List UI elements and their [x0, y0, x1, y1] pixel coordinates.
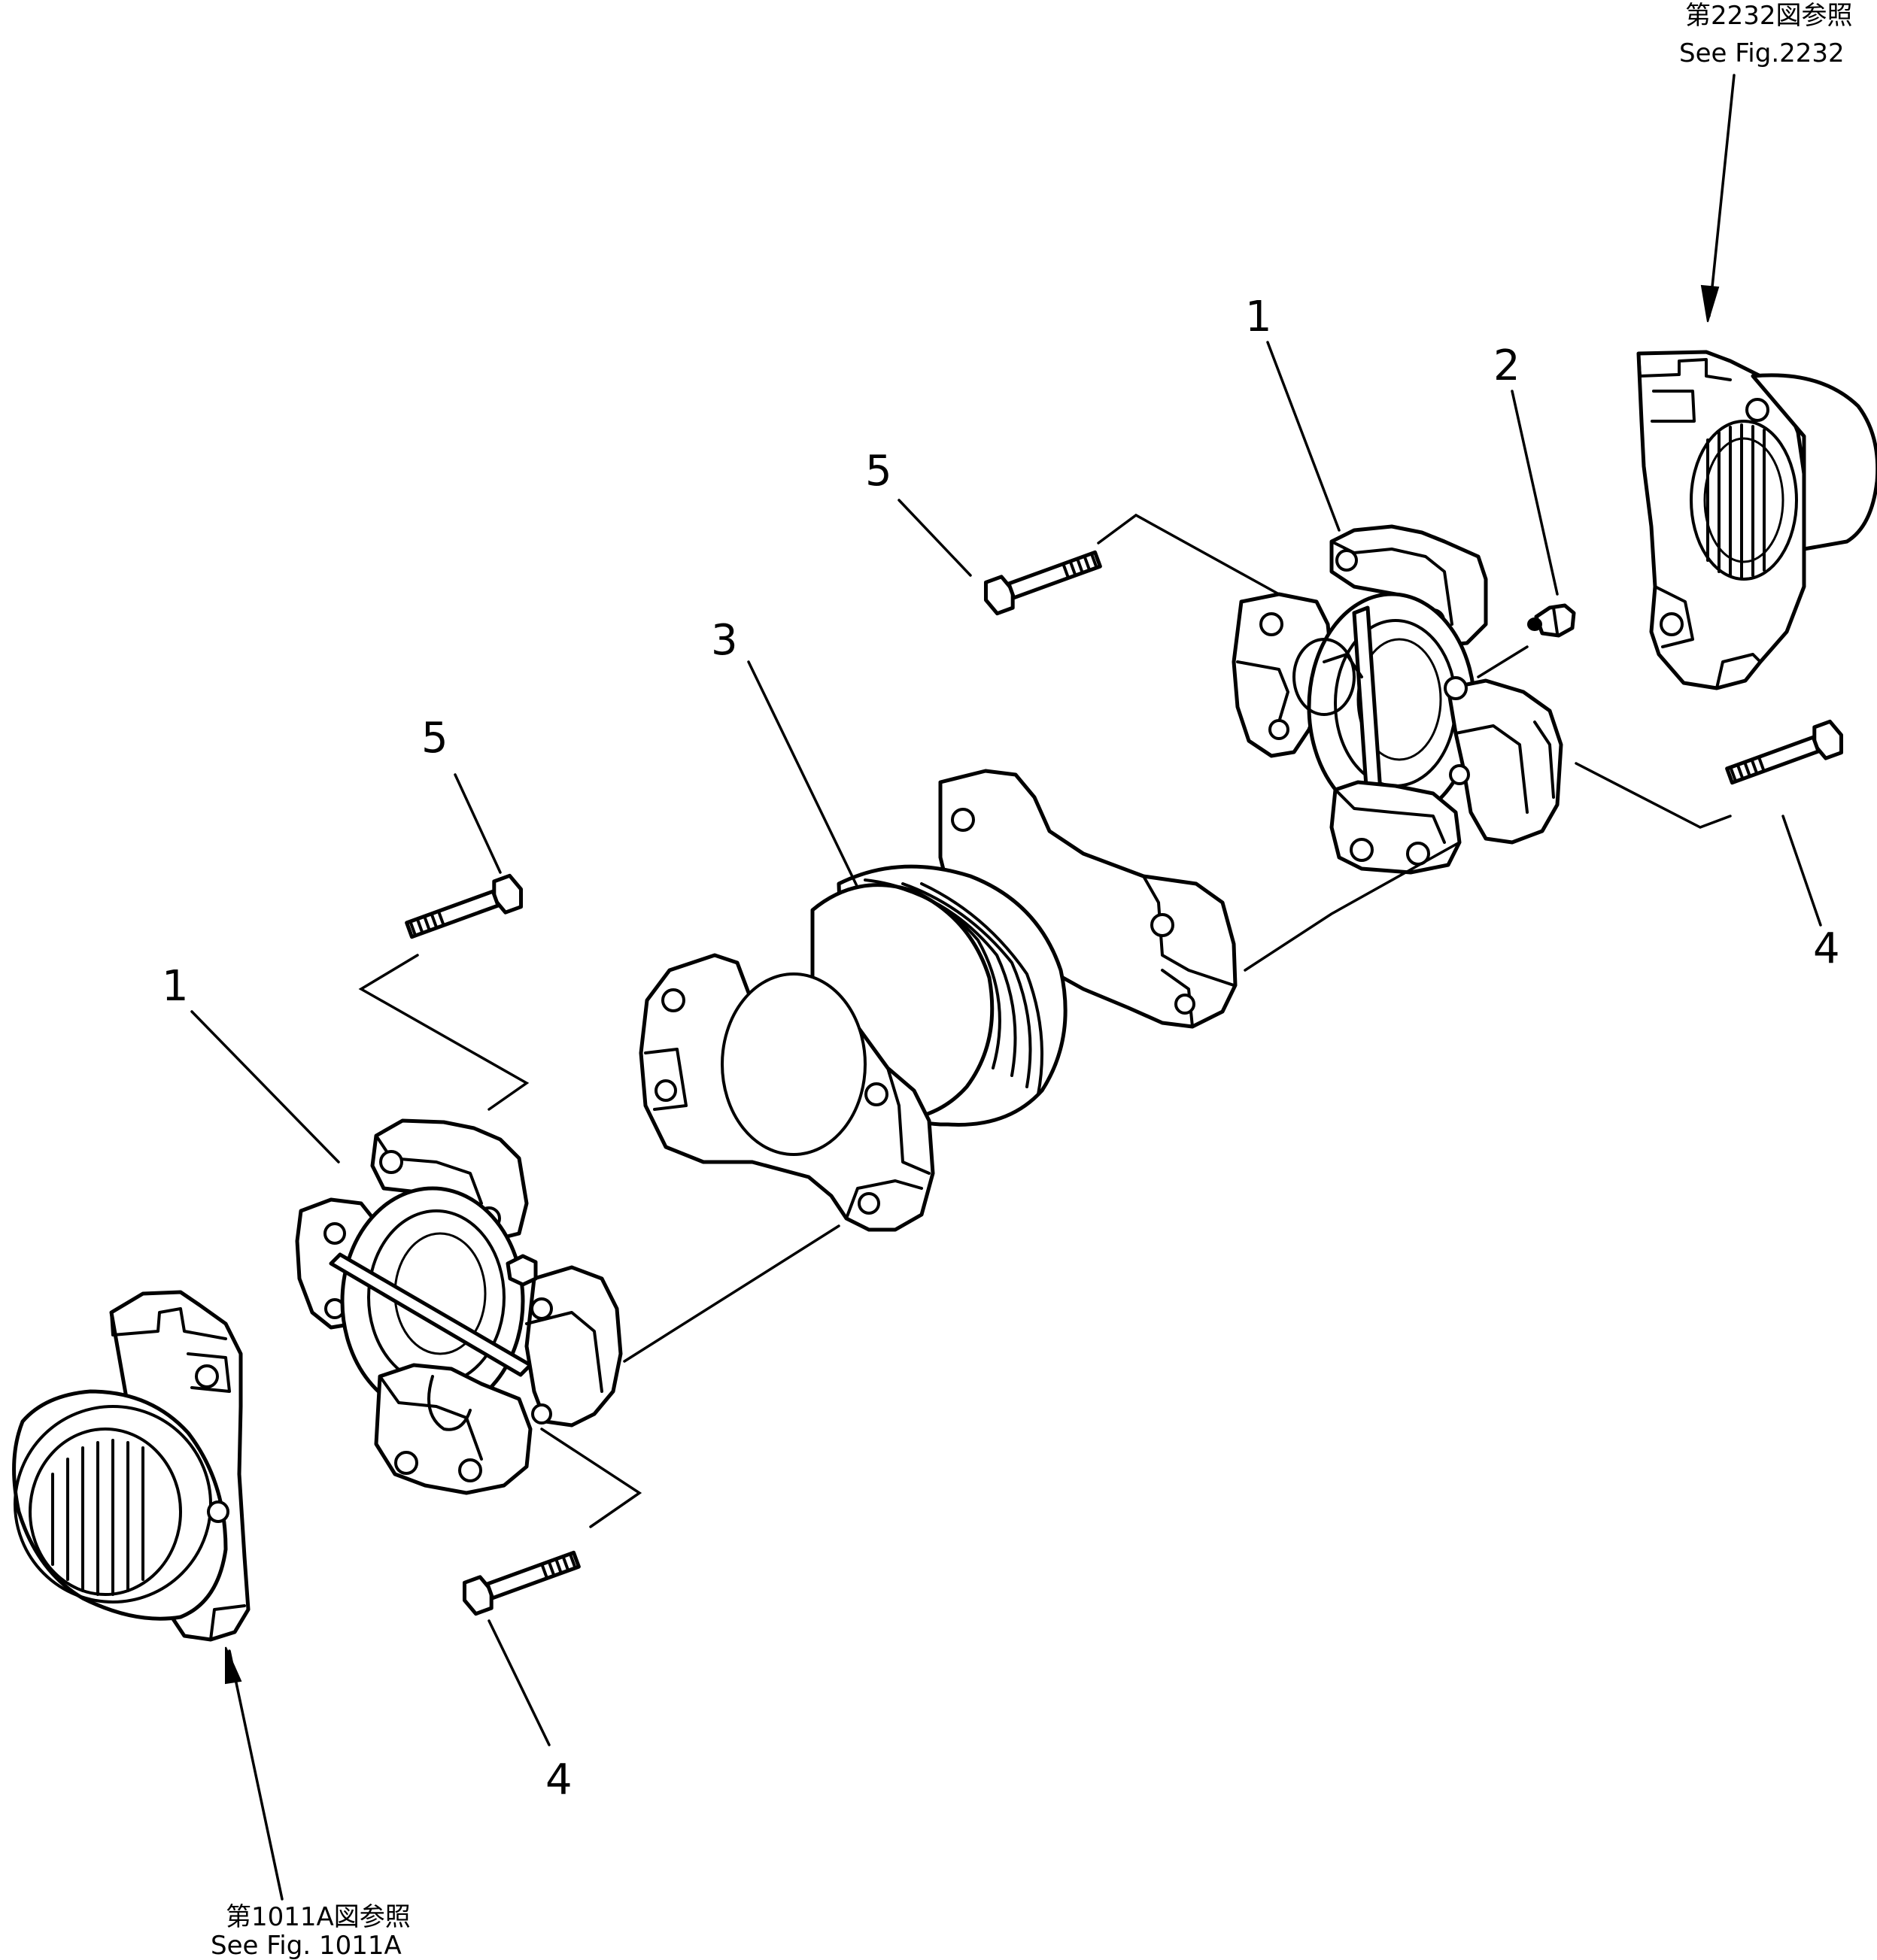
reference-top-right: 第2232図参照 See Fig.2232	[1679, 1, 1853, 323]
callout-1-right: 1	[1245, 293, 1272, 341]
right-spider-cross	[1232, 524, 1563, 875]
reference-bottom-left-arrow-shaft	[228, 1649, 284, 1901]
callout-1-left: 1	[162, 962, 189, 1011]
reference-top-right-arrow-shaft	[1708, 74, 1736, 317]
bolt-left-4	[462, 1550, 581, 1616]
callout-3: 3	[711, 616, 738, 665]
callout-4-left: 4	[545, 1755, 573, 1804]
center-double-yoke	[639, 769, 1238, 1232]
reference-top-right-arrowhead	[1700, 284, 1720, 323]
bolt-right-4	[1725, 719, 1844, 785]
grease-fitting	[1527, 603, 1576, 638]
reference-top-right-jp: 第2232図参照	[1685, 1, 1853, 31]
left-spider-cross	[295, 1118, 623, 1495]
reference-bottom-left-jp: 第1011A図参照	[226, 1902, 411, 1932]
assembly-lines	[358, 513, 1732, 1528]
bolt-left-5	[405, 873, 524, 939]
callout-4-right: 4	[1813, 924, 1840, 973]
callout-5-left: 5	[421, 714, 448, 763]
reference-top-right-en: See Fig.2232	[1679, 38, 1845, 68]
callout-numbers: 1 2 3 5 4 5 1 4	[162, 293, 1840, 1804]
reference-bottom-left: 第1011A図参照 See Fig. 1011A	[211, 1646, 411, 1960]
left-end-yoke	[12, 1290, 251, 1642]
bolt-upper-right-5	[983, 550, 1102, 616]
right-end-yoke	[1636, 350, 1877, 690]
callout-leaders	[190, 341, 1822, 1746]
reference-bottom-left-en: See Fig. 1011A	[211, 1931, 402, 1960]
reference-bottom-left-arrowhead	[225, 1646, 242, 1685]
callout-2: 2	[1493, 341, 1520, 390]
callout-5-right: 5	[865, 447, 892, 496]
